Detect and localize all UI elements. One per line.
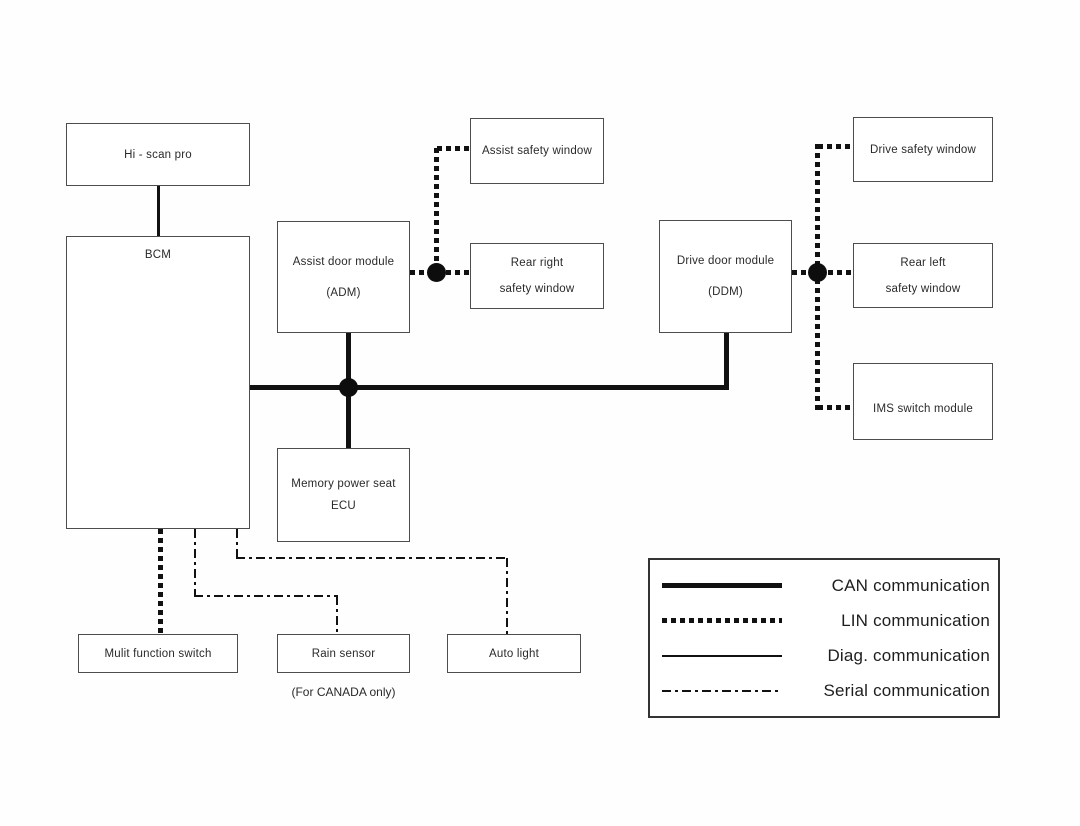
box-auto-light-label: Auto light bbox=[489, 647, 539, 660]
box-adm-label-line1: Assist door module bbox=[292, 255, 395, 268]
box-adm-label-line2: (ADM) bbox=[326, 286, 361, 299]
lin-junction-dot-left bbox=[427, 263, 446, 282]
box-assist-safety-window: Assist safety window bbox=[470, 118, 604, 184]
legend-label-serial: Serial communication bbox=[823, 680, 990, 700]
box-rear-right-label-line2: safety window bbox=[499, 283, 575, 295]
diag-line-sample-icon bbox=[662, 654, 782, 657]
lin-junction-dot-right bbox=[808, 263, 827, 282]
rain-sensor-canada-note: (For CANADA only) bbox=[291, 685, 396, 699]
lin-line-bcm-to-multi-function-switch bbox=[158, 529, 163, 634]
box-bcm-label: BCM bbox=[144, 249, 172, 261]
legend-label-can: CAN communication bbox=[831, 575, 990, 595]
legend-row-lin: LIN communication bbox=[662, 611, 990, 631]
box-assist-door-module: Assist door module (ADM) bbox=[277, 221, 410, 333]
legend-label-diag: Diag. communication bbox=[827, 645, 990, 665]
box-bcm: BCM bbox=[66, 236, 250, 529]
legend: CAN communication LIN communication Diag… bbox=[648, 558, 1000, 718]
serial-line-bcm-drop-1 bbox=[194, 529, 196, 596]
serial-line-rain-sensor-drop bbox=[336, 596, 338, 634]
can-junction-dot bbox=[339, 378, 358, 397]
box-rear-left-safety-window: Rear left safety window bbox=[853, 243, 993, 308]
lin-line-to-ims-switch-module bbox=[818, 405, 853, 410]
box-rear-right-safety-window: Rear right safety window bbox=[470, 243, 604, 309]
box-rear-left-label-line1: Rear left bbox=[900, 256, 946, 269]
diag-line-hiscan-to-bcm bbox=[157, 186, 160, 236]
lin-line-to-assist-safety-window bbox=[437, 146, 470, 151]
legend-row-serial: Serial communication bbox=[662, 681, 990, 701]
box-assist-safety-window-label: Assist safety window bbox=[481, 145, 593, 157]
box-ddm-label-line1: Drive door module bbox=[676, 255, 775, 267]
box-rear-right-label-line1: Rear right bbox=[510, 257, 564, 269]
can-line-ddm-drop bbox=[724, 333, 729, 390]
box-multi-function-switch: Mulit function switch bbox=[78, 634, 238, 673]
box-drive-safety-window: Drive safety window bbox=[853, 117, 993, 182]
box-drive-door-module: Drive door module (DDM) bbox=[659, 220, 792, 333]
lin-line-to-drive-safety-window bbox=[818, 144, 853, 149]
legend-row-diag: Diag. communication bbox=[662, 646, 990, 666]
can-line-sample-icon bbox=[662, 583, 782, 588]
can-bus-horizontal-line bbox=[250, 385, 729, 390]
lin-line-left-vertical bbox=[434, 148, 439, 274]
serial-line-to-auto-light-horizontal bbox=[236, 557, 508, 559]
box-rear-left-label-line2: safety window bbox=[885, 282, 961, 295]
serial-line-sample-icon bbox=[662, 689, 782, 692]
box-memory-seat-label-line1: Memory power seat bbox=[291, 478, 396, 490]
box-ims-switch-module: IMS switch module bbox=[853, 363, 993, 440]
legend-label-lin: LIN communication bbox=[841, 610, 990, 630]
box-auto-light: Auto light bbox=[447, 634, 581, 673]
serial-line-to-rain-sensor-horizontal bbox=[194, 595, 338, 597]
box-rain-sensor-label: Rain sensor bbox=[311, 647, 376, 660]
box-hi-scan-pro-label: Hi - scan pro bbox=[124, 148, 192, 161]
box-memory-seat-label-line2: ECU bbox=[331, 500, 356, 512]
box-multi-function-switch-label: Mulit function switch bbox=[104, 647, 212, 660]
box-drive-safety-window-label: Drive safety window bbox=[869, 143, 977, 156]
serial-line-bcm-drop-2 bbox=[236, 529, 238, 558]
legend-row-can: CAN communication bbox=[662, 576, 990, 596]
serial-line-auto-light-drop bbox=[506, 558, 508, 634]
box-memory-power-seat-ecu: Memory power seat ECU bbox=[277, 448, 410, 542]
box-hi-scan-pro: Hi - scan pro bbox=[66, 123, 250, 186]
box-ims-switch-module-label: IMS switch module bbox=[873, 403, 973, 415]
lin-line-sample-icon bbox=[662, 618, 782, 623]
box-rain-sensor: Rain sensor bbox=[277, 634, 410, 673]
box-ddm-label-line2: (DDM) bbox=[708, 286, 743, 298]
